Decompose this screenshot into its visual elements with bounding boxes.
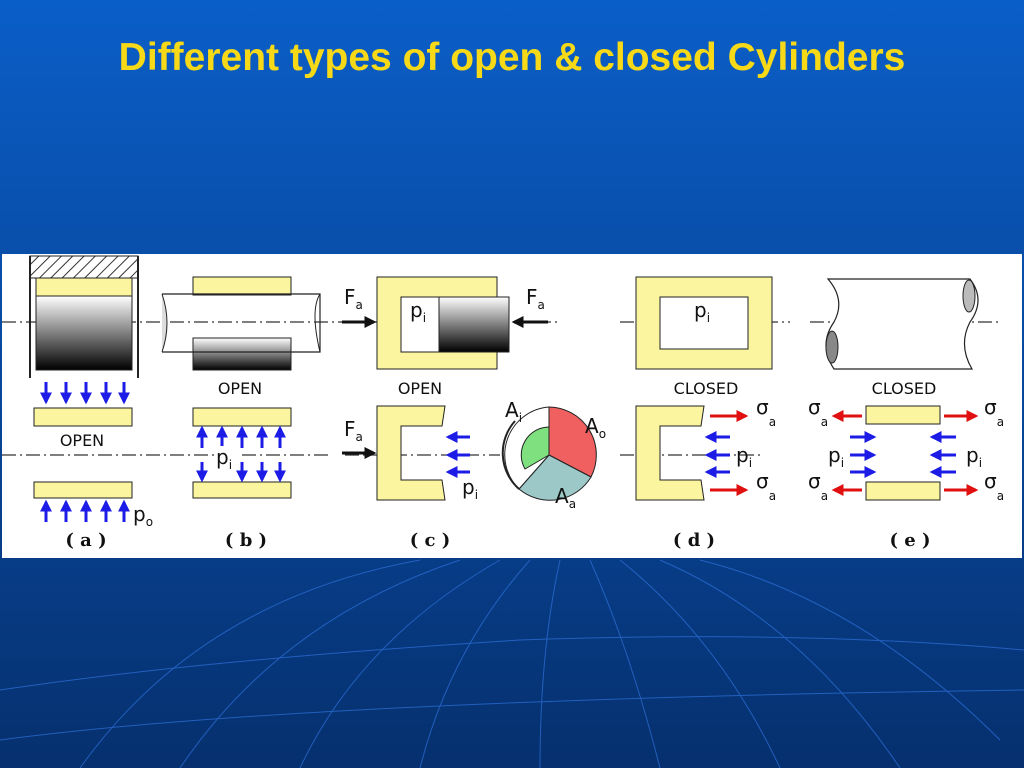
diagram-e-bottom: pi pi σa σa σa σa (808, 395, 1004, 503)
caption-e: ( e ) (889, 530, 930, 551)
label-sigma-e-br: σa (984, 469, 1004, 503)
label-p-b: pi (216, 445, 232, 472)
caption-b: ( b ) (225, 530, 267, 551)
label-p-c-top: pi (410, 298, 426, 325)
label-p-a: po (133, 502, 153, 529)
caption-c: ( c ) (410, 530, 451, 551)
diagram-b-top: OPEN (161, 276, 321, 398)
label-fa-left: Fa (344, 285, 363, 312)
diagram-b-bottom: pi (192, 407, 292, 499)
label-open-a: OPEN (60, 431, 104, 450)
label-p-c-bottom: pi (462, 475, 478, 502)
label-ao: Ao (585, 414, 606, 441)
label-sigma-e-tr: σa (984, 395, 1004, 429)
caption-d: ( d ) (673, 530, 715, 551)
label-closed-e: CLOSED (872, 379, 937, 398)
internal-pressure-arrows (196, 425, 286, 483)
label-open-b: OPEN (218, 379, 262, 398)
label-p-e-right: pi (966, 443, 982, 470)
label-aa: Aa (555, 484, 576, 511)
label-ai: Ai (505, 398, 522, 425)
label-p-d-top: pi (694, 298, 710, 325)
label-sigma-d-bottom: σa (756, 469, 776, 503)
external-pressure-arrows (40, 382, 130, 522)
area-diagram: Ai Ao Aa (501, 398, 606, 511)
label-sigma-e-bl: σa (808, 469, 828, 503)
label-p-d-bottom: pi (736, 443, 752, 470)
diagram-d-top: pi CLOSED (635, 276, 773, 398)
label-sigma-d-top: σa (756, 395, 776, 429)
diagram-a-bottom: OPEN po (33, 382, 153, 529)
diagram-d-bottom: pi σa σa (635, 395, 776, 503)
label-open-c: OPEN (398, 379, 442, 398)
diagram-c-bottom: Fa pi (342, 405, 478, 502)
slide-title: Different types of open & closed Cylinde… (118, 36, 906, 79)
label-fa-right: Fa (526, 285, 545, 312)
diagram-a-top (29, 255, 139, 378)
label-sigma-e-tl: σa (808, 395, 828, 429)
diagram-e-top: CLOSED (825, 278, 979, 398)
diagram-c-top: pi Fa Fa OPEN (342, 276, 548, 398)
caption-a: ( a ) (65, 530, 106, 551)
label-p-e-left: pi (828, 443, 844, 470)
label-closed-d: CLOSED (674, 379, 739, 398)
label-fa-c-bottom: Fa (344, 417, 363, 444)
